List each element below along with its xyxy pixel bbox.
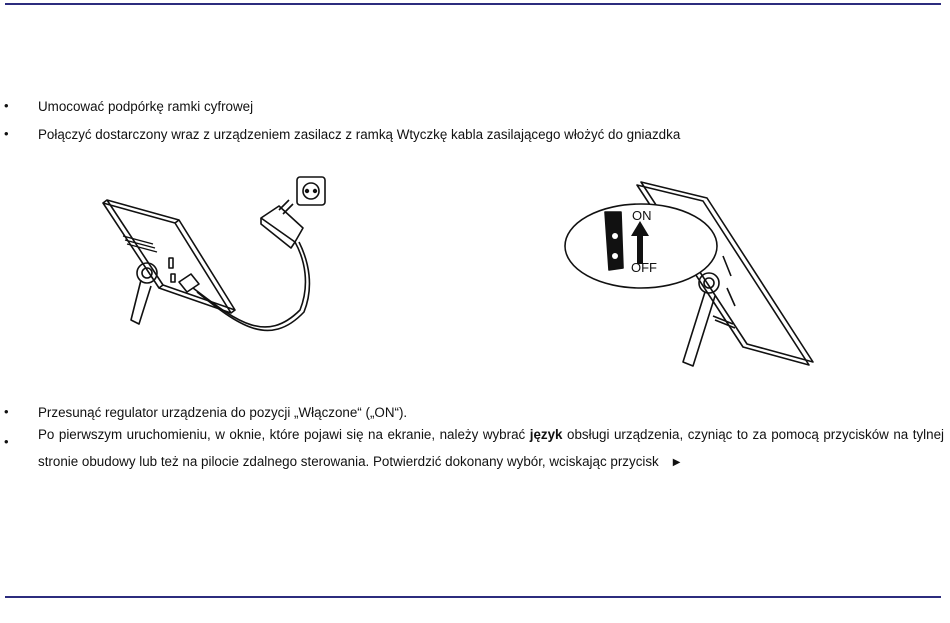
frame-with-adapter-illustration — [102, 176, 326, 332]
bottom-rule — [5, 596, 941, 598]
instruction-4-text-after: obsługi urządzenia, czyniąc to za pomocą… — [38, 427, 944, 469]
switch-off-label: OFF — [631, 260, 657, 275]
up-arrow-icon — [631, 221, 649, 264]
top-rule — [5, 3, 941, 5]
language-keyword: język — [529, 427, 563, 442]
switch-on-label: ON — [632, 208, 652, 223]
instruction-2: Połączyć dostarczony wraz z urządzeniem … — [38, 127, 681, 142]
bullet-marker: • — [4, 126, 9, 141]
bullet-marker: • — [4, 434, 9, 449]
bullet-marker: • — [4, 98, 9, 113]
instruction-4-text-before: Po pierwszym uruchomieniu, w oknie, któr… — [38, 427, 530, 442]
instruction-3: Przesunąć regulator urządzenia do pozycj… — [38, 405, 408, 420]
bullet-marker: • — [4, 404, 9, 419]
instruction-1: Umocować podpórkę ramki cyfrowej — [38, 99, 254, 114]
instruction-4: Po pierwszym uruchomieniu, w oknie, któr… — [38, 421, 944, 476]
power-switch-illustration: ON OFF — [564, 181, 814, 367]
play-button-icon: ▶ — [672, 457, 681, 468]
